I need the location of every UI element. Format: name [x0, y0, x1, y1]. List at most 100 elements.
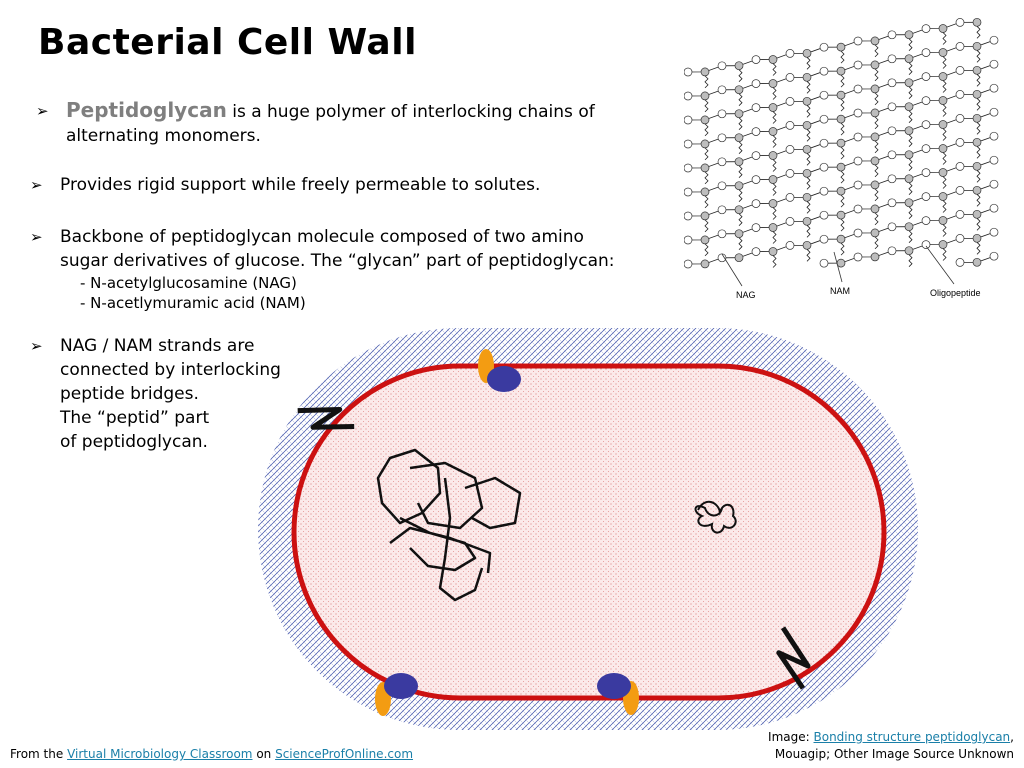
- nag-bead: [684, 115, 693, 125]
- oligopeptide-crosslink: [738, 93, 743, 106]
- oligopeptide-crosslink: [908, 62, 913, 75]
- nag-bead: [921, 192, 931, 201]
- nag-bead: [921, 48, 931, 57]
- nam-pointer: [833, 251, 843, 283]
- nam-bead: [972, 257, 982, 267]
- oligopeptide-crosslink: [738, 213, 743, 226]
- nag-bead: [955, 114, 965, 123]
- oligopeptide-crosslink: [976, 74, 981, 87]
- arrowhead-bullet-icon: ➢: [36, 102, 49, 120]
- bullet-3-line-1: Backbone of peptidoglycan molecule compo…: [60, 227, 584, 247]
- nag-bead: [853, 132, 863, 142]
- nam-bead: [802, 240, 812, 250]
- nag-bead: [989, 131, 999, 141]
- bullet-3-line-2: sugar derivatives of glucose. The “glyca…: [60, 251, 615, 271]
- nam-bead: [972, 113, 982, 123]
- nam-bead: [870, 204, 880, 214]
- oligopeptide-crosslink: [772, 183, 777, 196]
- nam-bead: [938, 24, 948, 33]
- cytoplasm: [291, 363, 887, 701]
- nag-bead: [955, 234, 965, 243]
- nam-bead: [802, 96, 812, 106]
- nam-bead: [904, 246, 914, 256]
- nag-bead: [853, 228, 863, 238]
- oligopeptide-crosslink: [738, 237, 743, 250]
- nag-bead: [853, 108, 863, 118]
- nag-bead: [785, 217, 795, 226]
- nag-bead: [887, 174, 897, 184]
- nag-bead: [853, 204, 863, 214]
- nag-bead: [785, 49, 795, 58]
- nam-bead: [734, 157, 744, 167]
- nag-bead: [989, 83, 999, 93]
- oligopeptide-crosslink: [806, 201, 811, 214]
- oligopeptide-crosslink: [874, 236, 879, 250]
- oligopeptide-crosslink: [772, 63, 777, 76]
- oligopeptide-crosslink: [942, 56, 947, 69]
- credit-prefix: Image:: [768, 730, 814, 744]
- nam-bead: [904, 150, 914, 160]
- nag-bead: [717, 253, 727, 263]
- nam-bead: [802, 216, 812, 226]
- oligopeptide-crosslink: [840, 194, 845, 208]
- nam-bead: [972, 89, 982, 99]
- page-title: Bacterial Cell Wall: [38, 22, 417, 63]
- bullet-4-line-5: of peptidoglycan.: [60, 432, 208, 452]
- nag-bead: [751, 55, 761, 64]
- nam-bead: [734, 253, 744, 263]
- nam-bead: [870, 156, 880, 166]
- nag-bead: [717, 157, 727, 167]
- nag-bead: [785, 121, 795, 130]
- nam-bead: [836, 210, 846, 220]
- oligopeptide-crosslink: [908, 134, 913, 147]
- oligopeptide-crosslink: [806, 249, 811, 262]
- nag-bead: [717, 229, 727, 239]
- footer-middle: on: [252, 747, 276, 761]
- nam-bead: [700, 139, 710, 149]
- nag-bead: [955, 258, 965, 267]
- nag-pointer: [721, 253, 743, 287]
- nam-bead: [836, 66, 846, 76]
- nag-bead: [989, 179, 999, 189]
- oligopeptide-crosslink: [772, 111, 777, 124]
- nam-bead: [734, 205, 744, 215]
- nam-bead: [972, 209, 982, 219]
- nam-bead: [870, 252, 880, 262]
- nam-bead: [972, 17, 982, 27]
- nam-bead: [700, 235, 710, 245]
- bullet-peptidoglycan: ➢ Peptidoglycan is a huge polymer of int…: [36, 98, 676, 148]
- nag-bead: [853, 60, 863, 70]
- oligopeptide-crosslink: [772, 87, 777, 100]
- nag-bead: [684, 91, 693, 101]
- nag-bead: [887, 198, 897, 208]
- nag-label: NAG: [736, 290, 756, 300]
- nag-bead: [989, 59, 999, 69]
- oligopeptide-crosslink: [840, 74, 845, 88]
- nag-bead: [989, 251, 999, 261]
- nam-bead: [768, 79, 778, 88]
- nam-bead: [870, 60, 880, 70]
- oligopeptide-crosslink: [704, 75, 709, 89]
- virtual-microbiology-classroom-link[interactable]: Virtual Microbiology Classroom: [67, 747, 253, 761]
- nag-bead: [717, 205, 727, 215]
- nam-bead: [870, 132, 880, 142]
- nag-bead: [785, 97, 795, 106]
- oligopeptide-crosslink: [840, 242, 845, 256]
- peptidoglycan-term: Peptidoglycan: [66, 98, 227, 122]
- nag-bead: [717, 61, 727, 71]
- bullet-backbone: ➢ Backbone of peptidoglycan molecule com…: [30, 225, 680, 313]
- nag-bead: [717, 181, 727, 191]
- nam-bead: [938, 72, 948, 81]
- scienceprofonline-link[interactable]: ScienceProfOnline.com: [275, 747, 414, 761]
- nam-bead: [802, 72, 812, 82]
- oligopeptide-label: Oligopeptide: [930, 288, 981, 298]
- oligopeptide-crosslink: [840, 122, 845, 136]
- nag-bead: [684, 67, 693, 77]
- nam-bead: [836, 138, 846, 148]
- nag-bead: [853, 252, 863, 262]
- nam-bead: [836, 258, 846, 268]
- plasmid-dna: [694, 500, 737, 534]
- bullet-1-line-2: alternating monomers.: [66, 126, 261, 146]
- image-credit: Image: Bonding structure peptidoglycan, …: [768, 729, 1014, 763]
- credit-source-link[interactable]: Bonding structure peptidoglycan: [813, 730, 1011, 744]
